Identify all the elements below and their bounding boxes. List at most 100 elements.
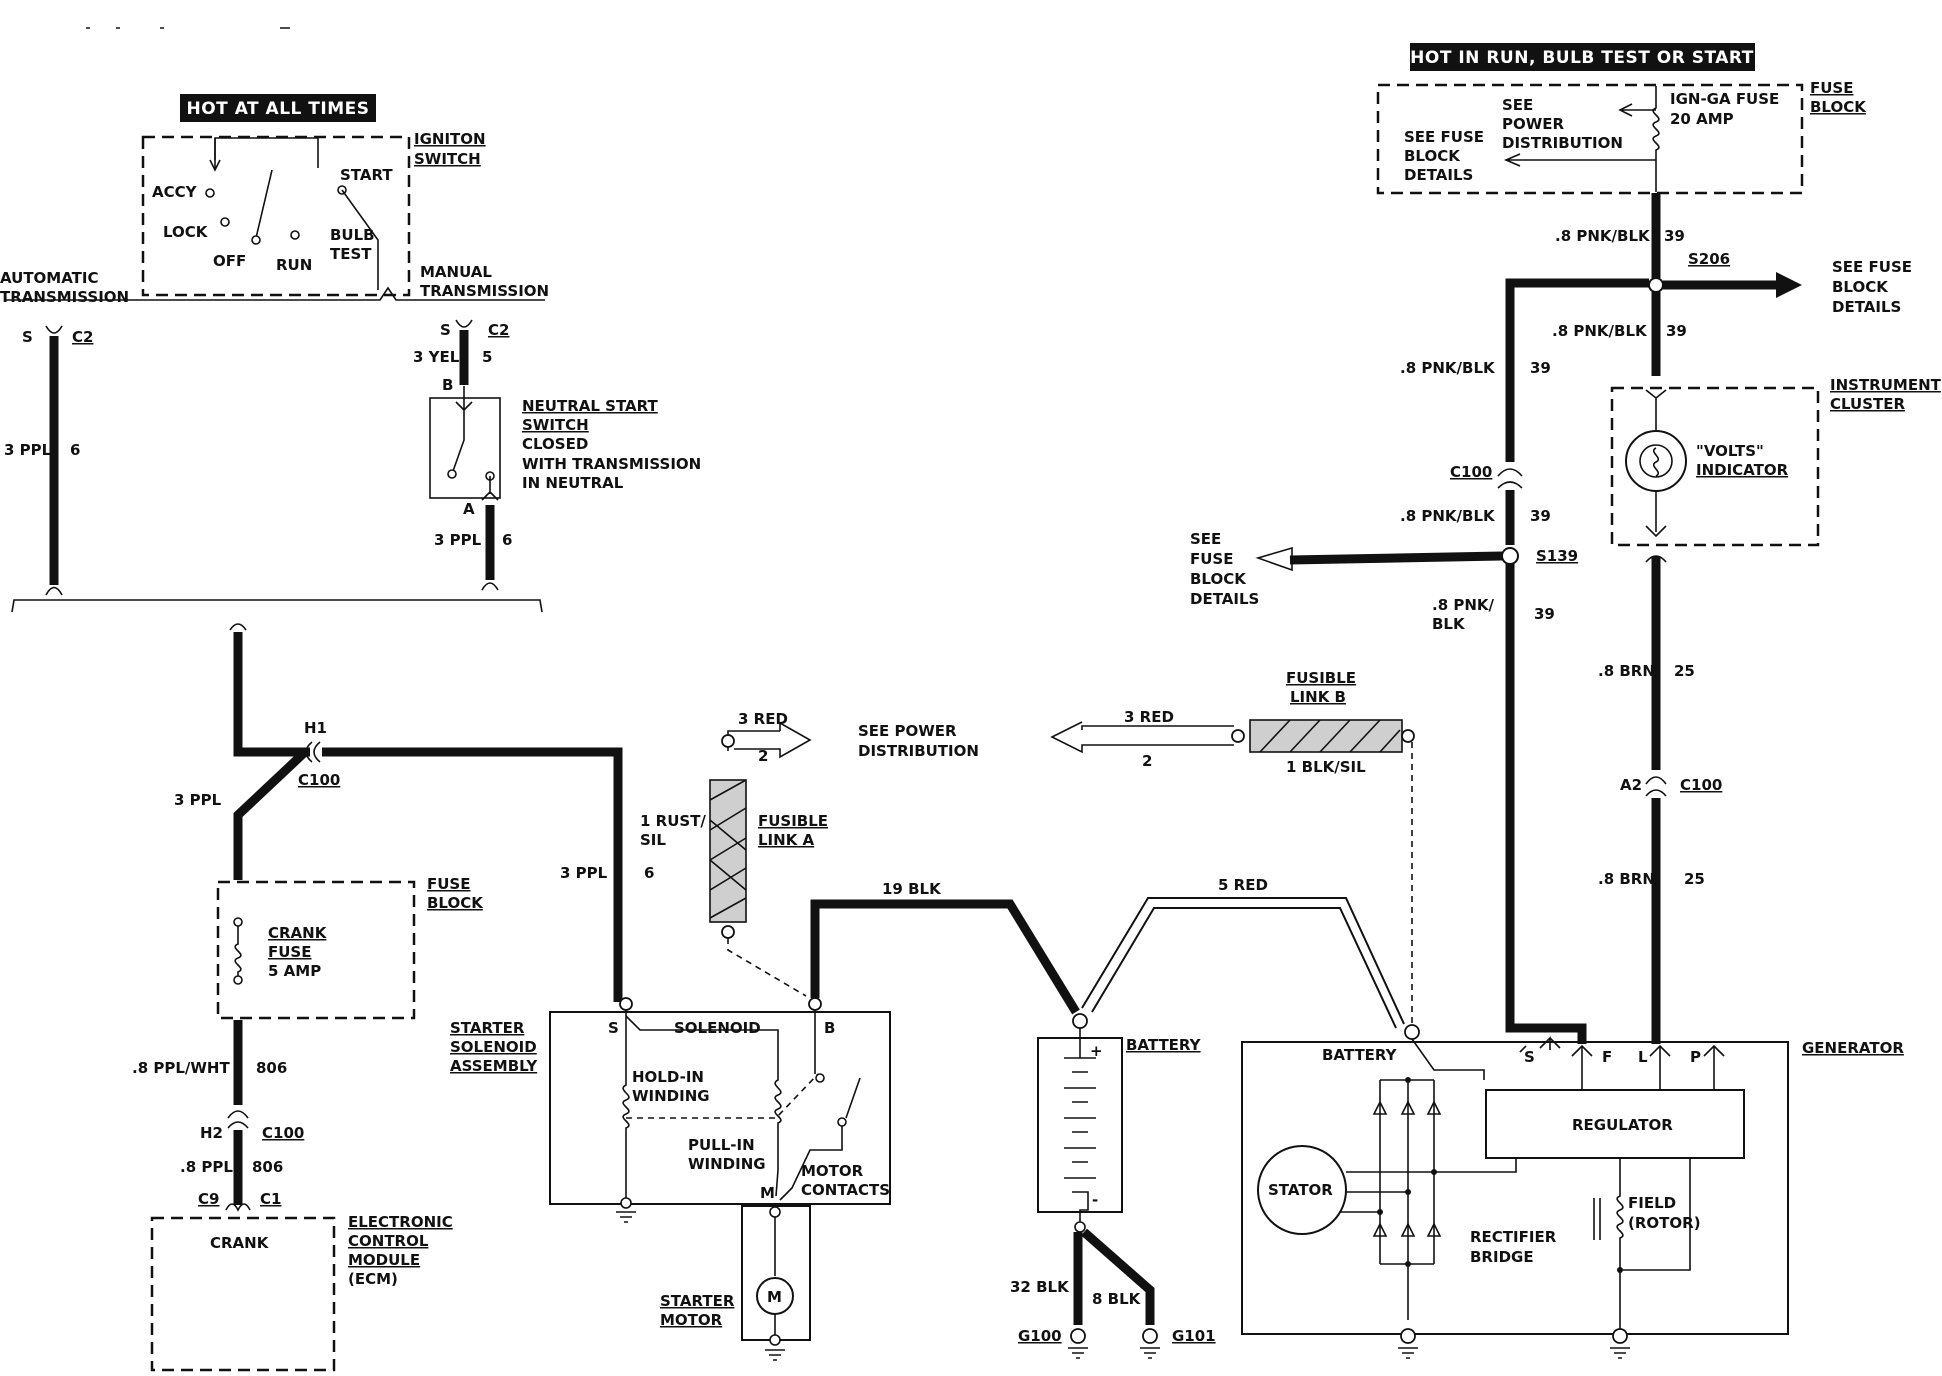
diagram-label: 2	[1142, 752, 1152, 770]
diagram-label: BLOCK	[427, 894, 484, 912]
transmission-bracket	[11, 599, 543, 613]
diagram-label: 25	[1674, 662, 1695, 680]
starter-feed-wire: H1 C100 3 PPL 3 PPL 6	[174, 632, 654, 1002]
diagram-label: 20 AMP	[1670, 110, 1734, 128]
diagram-label: .8 PPL	[180, 1158, 233, 1176]
diagram-label: A	[463, 500, 475, 518]
starter-motor-title: STARTER	[660, 1292, 735, 1310]
diagram-label: 3 PPL	[434, 531, 482, 549]
diagram-label: 5	[482, 348, 492, 366]
diagram-label: POWER	[1502, 115, 1565, 133]
generator: GENERATOR BATTERY S F L P REGULATOR STAT…	[1241, 1024, 1904, 1359]
h2-label: H2	[200, 1124, 223, 1142]
diagram-label: BLOCK	[1404, 147, 1461, 165]
diagram-label: MOTOR	[660, 1311, 723, 1329]
diagram-label: .8 PNK/BLK	[1400, 507, 1496, 525]
hot-at-all-times-header: HOT AT ALL TIMES	[180, 94, 376, 122]
diagram-label: 3 PPL	[174, 791, 222, 809]
diagram-label: .8 PNK/BLK	[1400, 359, 1496, 377]
diagram-label: ASSEMBLY	[450, 1057, 538, 1075]
stator-label: STATOR	[1268, 1181, 1333, 1199]
diagram-label: -	[1092, 1191, 1098, 1209]
diagram-label: MODULE	[348, 1251, 420, 1269]
diagram-label: 1 BLK/SIL	[1286, 758, 1366, 776]
diagram-label: LINK B	[1290, 688, 1346, 706]
diagram-label: .8 BRN	[1598, 870, 1655, 888]
diagram-label: C2	[72, 328, 93, 346]
diagram-label: 39	[1534, 605, 1555, 623]
automatic-wire: S C2 3 PPL 6	[4, 325, 93, 596]
diagram-label: CONTROL	[348, 1232, 429, 1250]
diagram-label: 1 RUST/	[640, 812, 706, 830]
diagram-label: 3 RED	[1124, 708, 1174, 726]
diagram-label: C2	[488, 321, 509, 339]
diagram-label: SOLENOID	[450, 1038, 537, 1056]
diagram-label: C100	[1680, 776, 1722, 794]
diagram-label: F	[1602, 1048, 1612, 1066]
diagram-label: S	[440, 321, 451, 339]
off-label: OFF	[213, 252, 246, 270]
diagram-label: C100	[262, 1124, 304, 1142]
diagram-label: WINDING	[688, 1155, 766, 1173]
lock-label: LOCK	[163, 223, 209, 241]
diagram-label: C100	[298, 771, 340, 789]
diagram-label: DETAILS	[1190, 590, 1259, 608]
diagram-label: DISTRIBUTION	[858, 742, 979, 760]
s139-label: S139	[1536, 547, 1578, 565]
diagram-label: BLOCK	[1832, 278, 1889, 296]
diagram-label: 25	[1684, 870, 1705, 888]
regulator-label: REGULATOR	[1572, 1116, 1673, 1134]
diagram-label: 806	[252, 1158, 283, 1176]
g100-label: G100	[1018, 1327, 1062, 1345]
diagram-label: 6	[644, 864, 654, 882]
diagram-label: 39	[1530, 359, 1551, 377]
diagram-label: S	[608, 1019, 619, 1037]
diagram-label: 8 BLK	[1092, 1290, 1142, 1308]
diagram-label: DISTRIBUTION	[1502, 134, 1623, 152]
diagram-label: 3 YEL	[413, 348, 460, 366]
ecm-crank-label: CRANK	[210, 1234, 270, 1252]
diagram-label: 32 BLK	[1010, 1278, 1070, 1296]
diagram-label: MOTOR	[801, 1162, 864, 1180]
diagram-label: BRIDGE	[1470, 1248, 1534, 1266]
diagram-label: FUSE	[268, 943, 311, 961]
diagram-label: SIL	[640, 831, 666, 849]
fusible-link-b: 3 RED 2 FUSIBLE LINK B 1 BLK/SIL	[1050, 669, 1415, 1026]
automatic-transmission-label: AUTOMATIC	[0, 269, 99, 287]
volts-indicator-label: "VOLTS"	[1696, 442, 1764, 460]
diagram-label: SEE	[1502, 96, 1533, 114]
starter-motor: M STARTER MOTOR	[660, 1205, 811, 1361]
ignition-switch-title: IGNITON	[414, 130, 486, 148]
crank-fuse-label: CRANK	[268, 924, 328, 942]
diagram-label: 3 PPL	[560, 864, 608, 882]
battery-cables: 19 BLK 5 RED	[810, 876, 1405, 1029]
diagram-label: C9	[198, 1190, 219, 1208]
g101-label: G101	[1172, 1327, 1216, 1345]
diagram-label: WITH TRANSMISSION	[522, 455, 701, 473]
see-fuse-block-left: SEE	[1190, 530, 1221, 548]
diagram-label: 39	[1666, 322, 1687, 340]
start-label: START	[340, 166, 393, 184]
a2-label: A2	[1620, 776, 1642, 794]
diagram-label: M	[760, 1184, 775, 1202]
diagram-label: TRANSMISSION	[0, 288, 129, 306]
diagram-label: 6	[70, 441, 80, 459]
diagram-label: .8 PNK/	[1432, 596, 1495, 614]
diagram-label: TRANSMISSION	[420, 282, 549, 300]
diagram-label: 5 AMP	[268, 962, 321, 980]
h1-label: H1	[304, 719, 327, 737]
battery-title: BATTERY	[1126, 1036, 1202, 1054]
diagram-label: P	[1690, 1048, 1701, 1066]
ecm-title: ELECTRONIC	[348, 1213, 453, 1231]
diagram-label: CLUSTER	[1830, 395, 1905, 413]
diagram-label: BLOCK	[1190, 570, 1247, 588]
diagram-label: FUSE	[1190, 550, 1233, 568]
diagram-label: DETAILS	[1404, 166, 1473, 184]
diagram-label: WINDING	[632, 1087, 710, 1105]
diagram-label: .8 BRN	[1598, 662, 1655, 680]
rectifier-bridge-label: RECTIFIER	[1470, 1228, 1557, 1246]
diagram-label: +	[1090, 1042, 1103, 1060]
diagram-label: .8 PNK/BLK	[1552, 322, 1648, 340]
ecm-feed-wire: .8 PPL/WHT 806 H2 C100 .8 PPL 806 C9 C1	[132, 1020, 304, 1212]
neutral-start-switch: A 3 PPL 6 NEUTRAL START SWITCH CLOSED WI…	[429, 386, 701, 591]
